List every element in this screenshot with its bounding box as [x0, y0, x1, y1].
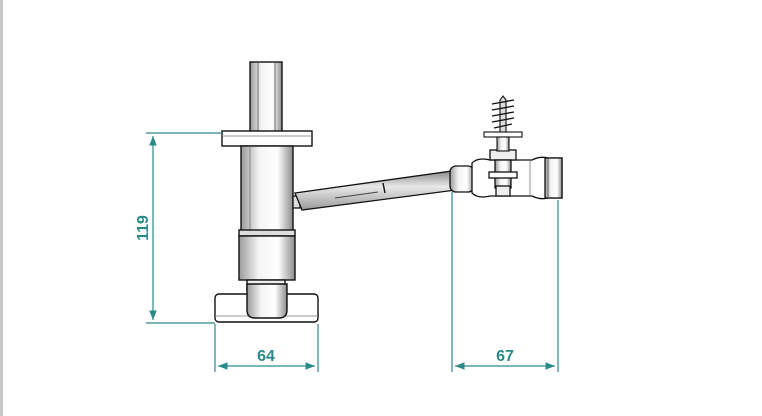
top-pin — [249, 61, 283, 133]
dim-67-label: 67 — [496, 348, 514, 365]
clamp-fitting — [449, 149, 563, 200]
arm — [292, 170, 457, 211]
main-tube — [240, 145, 294, 235]
dimension-lines — [146, 132, 559, 372]
lower-tube — [238, 235, 296, 281]
screw — [483, 95, 523, 152]
vertical-post — [214, 61, 319, 323]
top-flange — [221, 130, 313, 147]
dim-64-label: 64 — [257, 348, 275, 365]
dim-119-label: 119 — [135, 215, 152, 241]
left-border — [0, 0, 3, 416]
arm-rod — [294, 170, 457, 211]
base-foot — [246, 283, 288, 319]
